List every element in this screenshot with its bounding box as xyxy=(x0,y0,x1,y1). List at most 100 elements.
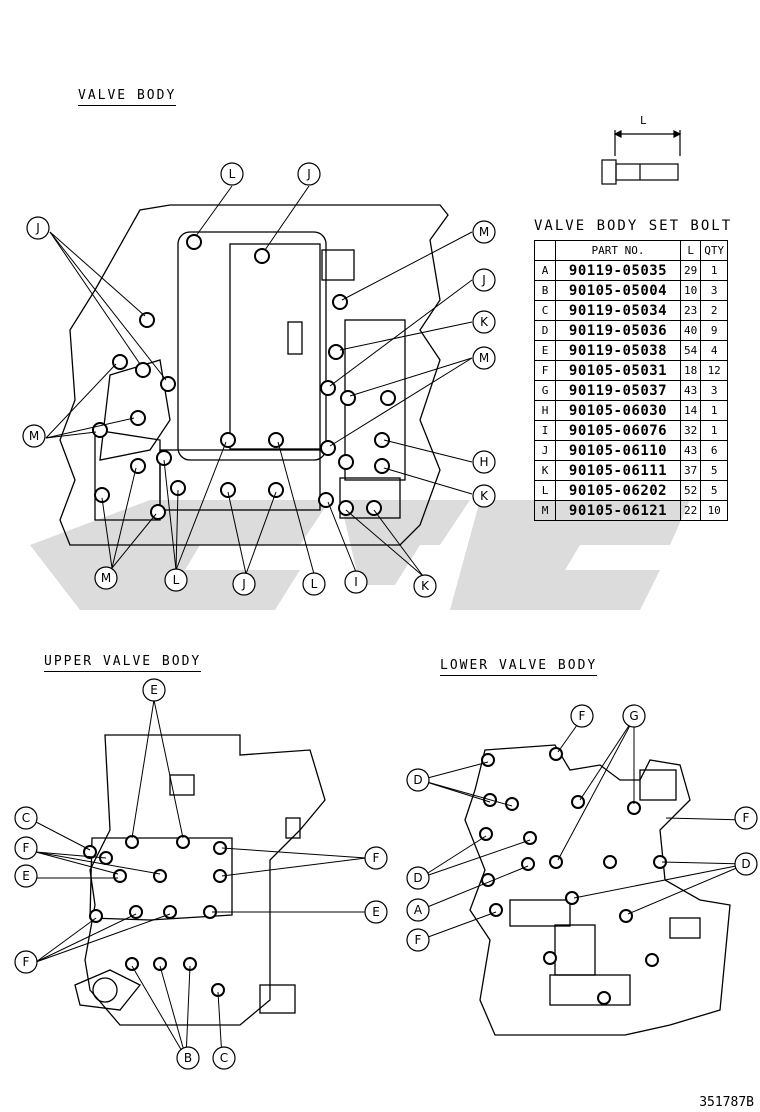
bolt-icon xyxy=(601,130,682,185)
callout-I: I xyxy=(344,570,368,594)
callout-B: B xyxy=(176,1046,200,1070)
leader-lines xyxy=(35,185,747,1059)
callout-M: M xyxy=(94,566,118,590)
callout-F: F xyxy=(14,950,38,974)
svg-text:D: D xyxy=(413,773,422,787)
callout-J: J xyxy=(297,162,321,186)
lower-valve-body-title: LOWER VALVE BODY xyxy=(440,658,598,676)
header-qty: QTY xyxy=(700,240,729,261)
row-qty: 2 xyxy=(700,300,729,321)
row-key: G xyxy=(534,380,556,401)
row-part-no: 90105-05031 xyxy=(555,360,681,381)
svg-text:B: B xyxy=(184,1051,192,1065)
row-key: M xyxy=(534,500,556,521)
callout-F: F xyxy=(406,928,430,952)
callout-F: F xyxy=(14,836,38,860)
svg-text:K: K xyxy=(421,579,430,593)
svg-text:F: F xyxy=(23,841,30,855)
valve-body-title: VALVE BODY xyxy=(78,88,177,106)
row-key: E xyxy=(534,340,556,361)
row-key: A xyxy=(534,260,556,281)
bolt-heads xyxy=(83,234,667,1005)
svg-text:C: C xyxy=(220,1051,228,1065)
callout-J: J xyxy=(472,268,496,292)
svg-text:M: M xyxy=(29,429,39,443)
callout-E: E xyxy=(14,864,38,888)
row-qty: 1 xyxy=(700,400,729,421)
figure-code: 351787B xyxy=(699,1095,754,1110)
row-length: 52 xyxy=(679,480,702,501)
row-length: 54 xyxy=(679,340,702,361)
row-qty: 10 xyxy=(700,500,729,521)
row-part-no: 90119-05037 xyxy=(555,380,681,401)
svg-text:I: I xyxy=(354,575,358,589)
row-qty: 12 xyxy=(700,360,729,381)
row-length: 10 xyxy=(679,280,702,301)
callout-J: J xyxy=(232,572,256,596)
callout-F: F xyxy=(570,704,594,728)
row-length: 14 xyxy=(679,400,702,421)
callouts: L J J M M L J L I K M J K M H K E C F E … xyxy=(14,162,758,1070)
callout-D: D xyxy=(406,866,430,890)
svg-text:A: A xyxy=(414,903,423,917)
row-part-no: 90105-06111 xyxy=(555,460,681,481)
callout-H: H xyxy=(472,450,496,474)
svg-text:L: L xyxy=(173,573,180,587)
row-part-no: 90119-05036 xyxy=(555,320,681,341)
row-key: H xyxy=(534,400,556,421)
svg-text:G: G xyxy=(629,709,638,723)
svg-text:C: C xyxy=(22,811,30,825)
svg-text:F: F xyxy=(23,955,30,969)
row-length: 40 xyxy=(679,320,702,341)
callout-M: M xyxy=(22,424,46,448)
callout-G: G xyxy=(622,704,646,728)
row-key: B xyxy=(534,280,556,301)
svg-text:J: J xyxy=(481,273,486,287)
callout-C: C xyxy=(212,1046,236,1070)
row-qty: 3 xyxy=(700,280,729,301)
callout-K: K xyxy=(413,574,437,598)
svg-text:M: M xyxy=(479,225,489,239)
row-part-no: 90105-06202 xyxy=(555,480,681,501)
bolt-table-title: VALVE BODY SET BOLT xyxy=(534,218,733,234)
svg-text:M: M xyxy=(101,571,111,585)
upper-valve-body-title: UPPER VALVE BODY xyxy=(44,654,202,672)
callout-K: K xyxy=(472,484,496,508)
bolt-length-label: L xyxy=(640,114,647,127)
callout-D: D xyxy=(406,768,430,792)
header-part-no: PART NO. xyxy=(555,240,681,261)
callout-M: M xyxy=(472,220,496,244)
row-key: J xyxy=(534,440,556,461)
row-qty: 5 xyxy=(700,460,729,481)
callout-F: F xyxy=(734,806,758,830)
row-key: D xyxy=(534,320,556,341)
svg-text:E: E xyxy=(372,905,380,919)
row-length: 29 xyxy=(679,260,702,281)
row-qty: 6 xyxy=(700,440,729,461)
callout-F: F xyxy=(364,846,388,870)
callout-D: D xyxy=(734,852,758,876)
header-length: L xyxy=(679,240,702,261)
callout-L: L xyxy=(164,568,188,592)
lower-valve-body-outline xyxy=(464,744,731,1036)
row-qty: 4 xyxy=(700,340,729,361)
row-part-no: 90119-05038 xyxy=(555,340,681,361)
row-key: K xyxy=(534,460,556,481)
svg-text:F: F xyxy=(373,851,380,865)
row-part-no: 90119-05034 xyxy=(555,300,681,321)
svg-text:J: J xyxy=(306,167,311,181)
callout-L: L xyxy=(302,572,326,596)
upper-valve-body-outline xyxy=(74,734,326,1026)
header-key xyxy=(534,240,556,261)
svg-text:F: F xyxy=(579,709,586,723)
row-part-no: 90105-06076 xyxy=(555,420,681,441)
